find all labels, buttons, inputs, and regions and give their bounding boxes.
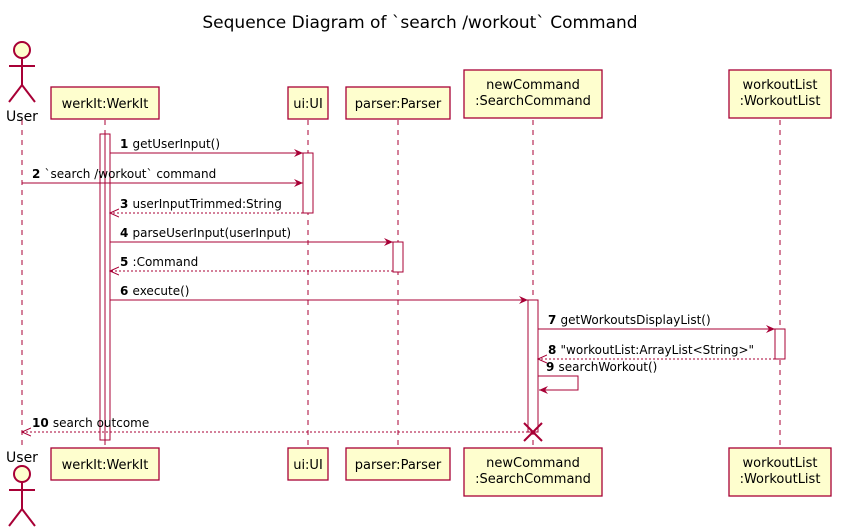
participant-werkit-bottom: werkIt:WerkIt: [50, 447, 160, 481]
participant-label: ui:UI: [293, 458, 323, 473]
participant-newcommand-bottom: newCommand:SearchCommand: [463, 447, 603, 497]
destroy-x-icon: [523, 422, 543, 442]
actor-head-icon: [13, 41, 31, 59]
message-7: 7 getWorkoutsDisplayList(): [538, 313, 775, 333]
message-5: 5 :Command: [110, 255, 393, 271]
message-label: 6 execute(): [120, 284, 189, 298]
participant-label: :SearchCommand: [475, 472, 591, 487]
actor-label: User: [6, 109, 38, 125]
participant-ui-top: ui:UI: [287, 86, 329, 120]
participant-label: werkIt:WerkIt: [62, 97, 149, 112]
message-label: 2 `search /workout` command: [32, 167, 216, 181]
activation-workoutlist: [774, 328, 786, 360]
message-label: 1 getUserInput(): [120, 137, 220, 151]
participant-parser-top: parser:Parser: [345, 86, 451, 120]
participant-ui-bottom: ui:UI: [287, 447, 329, 481]
activation-newcommand: [527, 299, 539, 433]
diagram-title: Sequence Diagram of `search /workout` Co…: [202, 13, 637, 33]
participant-label: werkIt:WerkIt: [62, 458, 149, 473]
participant-label: parser:Parser: [355, 458, 442, 473]
message-9: 9 searchWorkout(): [538, 360, 657, 394]
actor-head-icon: [13, 465, 31, 483]
participant-label: newCommand: [486, 78, 580, 93]
participant-label: parser:Parser: [355, 97, 442, 112]
activation-parser: [392, 241, 404, 273]
messages: 1 getUserInput() 2 `search /workout` comm…: [22, 137, 775, 432]
message-label: 3 userInputTrimmed:String: [120, 197, 282, 211]
message-label: 5 :Command: [120, 255, 198, 269]
message-label: 8 "workoutList:ArrayList<String>": [548, 343, 754, 357]
participants: werkIt:WerkIt werkIt:WerkIt ui:UI ui:UI pars…: [50, 69, 832, 497]
participant-werkit-top: werkIt:WerkIt: [50, 86, 160, 120]
activation-ui: [302, 152, 314, 214]
message-10: 10 search outcome: [22, 416, 528, 432]
participant-label: :SearchCommand: [475, 94, 591, 109]
participant-label: ui:UI: [293, 97, 323, 112]
message-2: 2 `search /workout` command: [22, 167, 303, 187]
message-4: 4 parseUserInput(userInput): [110, 226, 393, 246]
message-6: 6 execute(): [110, 284, 528, 304]
participant-workoutlist-top: workoutList:WorkoutList: [728, 69, 832, 119]
participant-label: workoutList: [742, 456, 817, 471]
message-label: 4 parseUserInput(userInput): [120, 226, 291, 240]
participant-label: newCommand: [486, 456, 580, 471]
participant-workoutlist-bottom: workoutList:WorkoutList: [728, 447, 832, 497]
message-8: 8 "workoutList:ArrayList<String>": [538, 343, 775, 359]
markers: [523, 422, 543, 442]
message-label: 7 getWorkoutsDisplayList(): [548, 313, 711, 327]
message-label: 10 search outcome: [32, 416, 149, 430]
actor-label: User: [6, 450, 38, 466]
participant-label: :WorkoutList: [740, 472, 821, 487]
participant-label: workoutList: [742, 78, 817, 93]
participant-label: :WorkoutList: [740, 94, 821, 109]
actor-user-top: User: [6, 41, 38, 125]
message-3: 3 userInputTrimmed:String: [110, 197, 303, 213]
participant-newcommand-top: newCommand:SearchCommand: [463, 69, 603, 119]
participant-parser-bottom: parser:Parser: [345, 447, 451, 481]
actor-user-bottom: User: [6, 450, 38, 527]
message-label: 9 searchWorkout(): [546, 360, 657, 374]
message-1: 1 getUserInput(): [110, 137, 303, 157]
